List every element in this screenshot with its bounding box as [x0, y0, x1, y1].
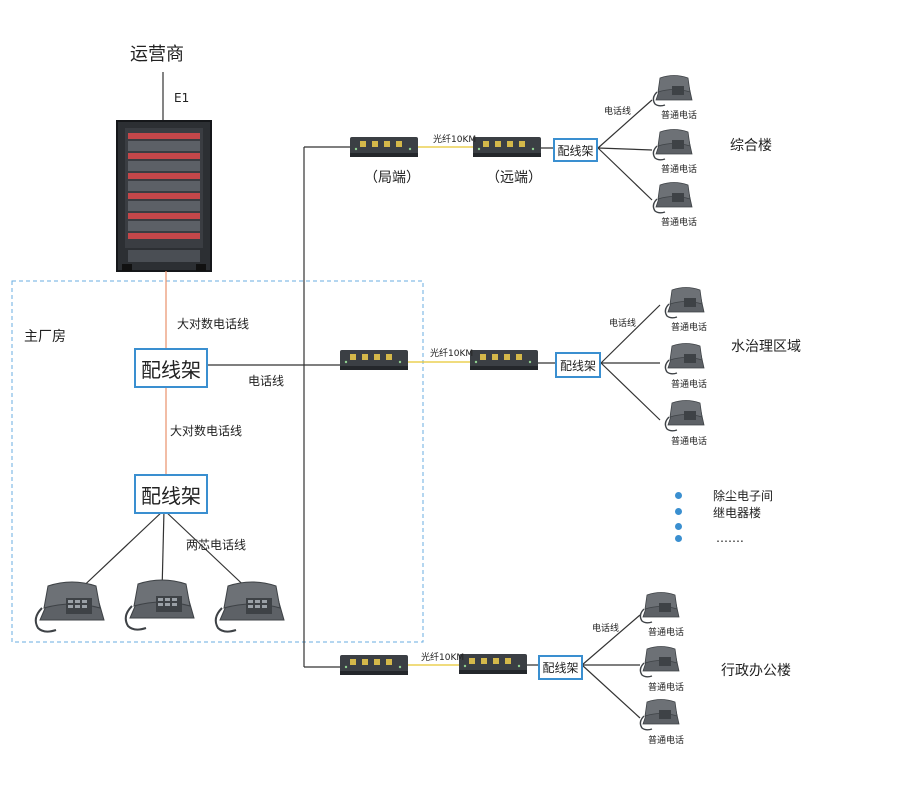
- phone-icon: [652, 74, 693, 107]
- phone-icon: [34, 581, 105, 633]
- building-label: 行政办公楼: [721, 663, 791, 679]
- phone-label: 普通电话: [661, 111, 698, 121]
- phone-icon: [664, 286, 705, 319]
- bullet-icon: [675, 523, 682, 530]
- phone-line-label: 电话线: [609, 319, 637, 329]
- phone-line-label: 电话线: [592, 624, 620, 634]
- phone-icon: [652, 128, 693, 161]
- distribution-frame-bottom: 配线架: [134, 474, 208, 514]
- phone-label: 普通电话: [671, 380, 708, 390]
- phone-icon: [639, 645, 680, 678]
- location-item: 继电器楼: [713, 506, 762, 520]
- phone-icon: [664, 342, 705, 375]
- bullet-icon: [675, 535, 682, 542]
- distribution-frame: 配线架: [555, 352, 601, 378]
- phone-label: 普通电话: [648, 683, 685, 693]
- two-core-cable-label: 两芯电话线: [186, 538, 247, 552]
- distribution-frame: 配线架: [553, 138, 598, 162]
- main-room-area: [11, 280, 424, 643]
- phone-icon: [214, 581, 285, 633]
- phone-icon: [664, 399, 705, 432]
- local-device-bottom: [340, 655, 408, 675]
- main-room-label: 主厂房: [24, 329, 66, 345]
- location-item: 除尘电子间: [713, 489, 774, 503]
- phone-icon: [639, 591, 680, 624]
- remote-end-label: （远端）: [486, 170, 542, 186]
- phone-icon: [652, 181, 693, 214]
- remote-device-middle: [470, 350, 538, 370]
- carrier-label: 运营商: [130, 44, 184, 65]
- phone-line-label: 电话线: [604, 107, 632, 117]
- e1-label: E1: [174, 91, 190, 105]
- switch-rack: [116, 120, 212, 272]
- phone-label: 普通电话: [661, 218, 698, 228]
- building-label: 水治理区域: [731, 339, 801, 355]
- local-device-middle: [340, 350, 408, 370]
- bullet-icon: [675, 492, 682, 499]
- distribution-frame: 配线架: [538, 655, 583, 680]
- phone-label: 普通电话: [648, 628, 685, 638]
- fiber-label: 光纤10KM: [421, 653, 465, 663]
- trunk-cable-lower-label: 大对数电话线: [170, 424, 243, 438]
- location-item: …….: [716, 531, 744, 545]
- phone-label: 普通电话: [671, 323, 708, 333]
- building-label: 综合楼: [730, 138, 772, 154]
- bullet-icon: [675, 508, 682, 515]
- phone-icon: [639, 698, 680, 731]
- phone-icon: [124, 579, 195, 631]
- phone-label: 普通电话: [671, 437, 708, 447]
- fiber-label: 光纤10KM: [430, 349, 474, 359]
- distribution-frame-top: 配线架: [134, 348, 208, 388]
- phone-label: 普通电话: [661, 165, 698, 175]
- fiber-label: 光纤10KM: [433, 135, 477, 145]
- remote-device-bottom: [459, 654, 527, 674]
- local-end-label: （局端）: [364, 170, 420, 186]
- local-device-top: [350, 137, 418, 157]
- trunk-cable-upper-label: 大对数电话线: [177, 317, 250, 331]
- phone-line-label: 电话线: [248, 374, 285, 388]
- remote-device-top: [473, 137, 541, 157]
- phone-label: 普通电话: [648, 736, 685, 746]
